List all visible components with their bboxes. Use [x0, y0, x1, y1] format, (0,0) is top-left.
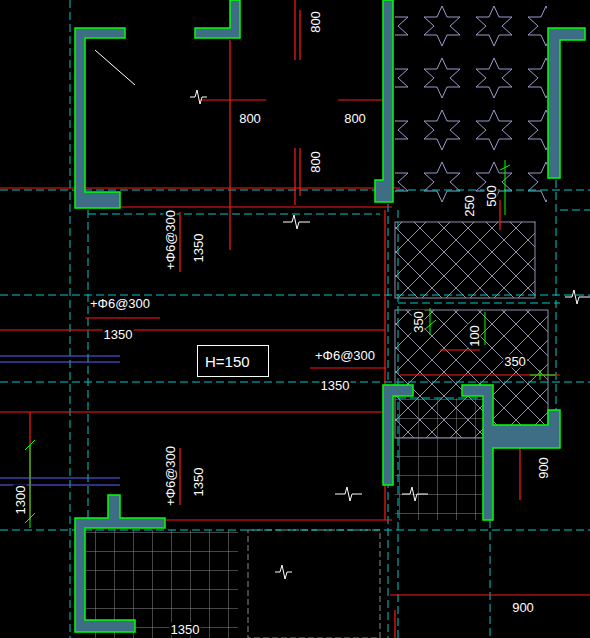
room-outline	[248, 530, 380, 638]
dimension-text: 800	[309, 10, 322, 34]
dimension-text: 800	[238, 112, 262, 125]
dimension-text: 900	[511, 601, 535, 614]
dimension-text: 800	[343, 112, 367, 125]
dimension-text: 1350	[192, 467, 205, 498]
dimension-text: 500	[485, 184, 498, 208]
dimension-text: 1300	[14, 485, 27, 516]
dimension-text: 1350	[192, 233, 205, 264]
dimension-text: 1350	[170, 623, 201, 636]
slab-thickness-box: H=150	[197, 345, 269, 377]
star-fill	[395, 0, 547, 208]
walls	[75, 0, 585, 632]
dimension-text: 800	[309, 150, 322, 174]
dimension-ticks	[25, 160, 555, 528]
break-symbol	[95, 50, 590, 579]
rebar-spec: +Φ6@300	[314, 349, 376, 362]
dimension-text: 350	[412, 310, 425, 334]
dimension-text: 100	[468, 324, 481, 348]
node-text: H=150	[205, 354, 250, 369]
dimension-text: 900	[537, 456, 550, 480]
rebar-spec: +Φ6@300	[89, 297, 151, 310]
dimension-text: 1350	[320, 379, 351, 392]
pipe-lines	[0, 356, 120, 485]
rebar-spec: +Φ6@300	[164, 209, 177, 271]
dimension-text: 250	[463, 194, 476, 218]
dimension-text: 350	[503, 355, 527, 368]
dimension-text: 1350	[103, 328, 134, 341]
rebar-spec: +Φ6@300	[164, 445, 177, 507]
tile-fill	[395, 398, 483, 520]
hatch-fill	[395, 222, 535, 298]
